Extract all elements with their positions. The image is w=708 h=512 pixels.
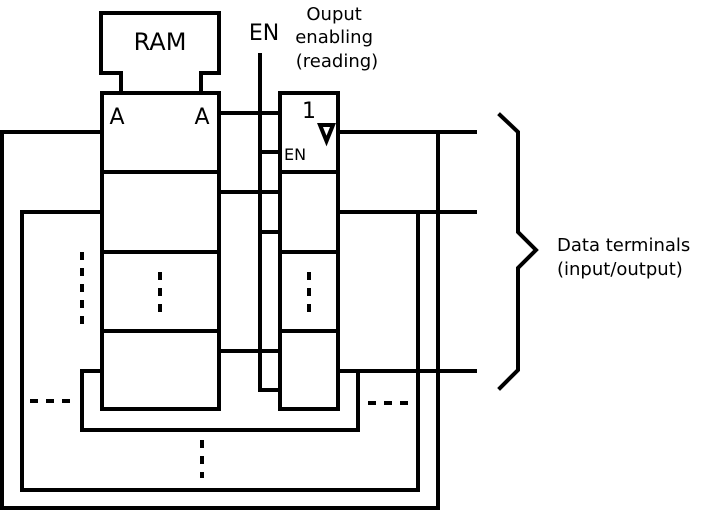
en-bus <box>258 53 281 392</box>
wire-rowN-loop <box>80 369 360 432</box>
buffer-label-1: 1 <box>302 99 316 124</box>
en-signal-label: EN <box>249 21 279 46</box>
wire-row2-loop <box>20 210 420 492</box>
data-terminals-line-1: Data terminals <box>557 235 690 256</box>
tristate-triangle-icon <box>317 123 336 147</box>
buffer-en-label: EN <box>284 145 306 164</box>
ram-label: RAM <box>134 28 187 56</box>
address-label-left: A <box>109 105 124 130</box>
output-enabling-line-3: (reading) <box>296 51 378 72</box>
data-terminals-line-2: (input/output) <box>557 259 683 280</box>
output-enabling-line-1: Ouput <box>306 4 361 25</box>
address-label-right: A <box>194 105 209 130</box>
wire-row1-loop <box>0 130 440 510</box>
data-terminals-label: Data terminals (input/output) <box>557 235 696 280</box>
output-enabling-line-2: enabling <box>295 27 373 48</box>
curly-brace <box>497 112 539 391</box>
output-enabling-label: Ouput enabling (reading) <box>295 4 379 72</box>
